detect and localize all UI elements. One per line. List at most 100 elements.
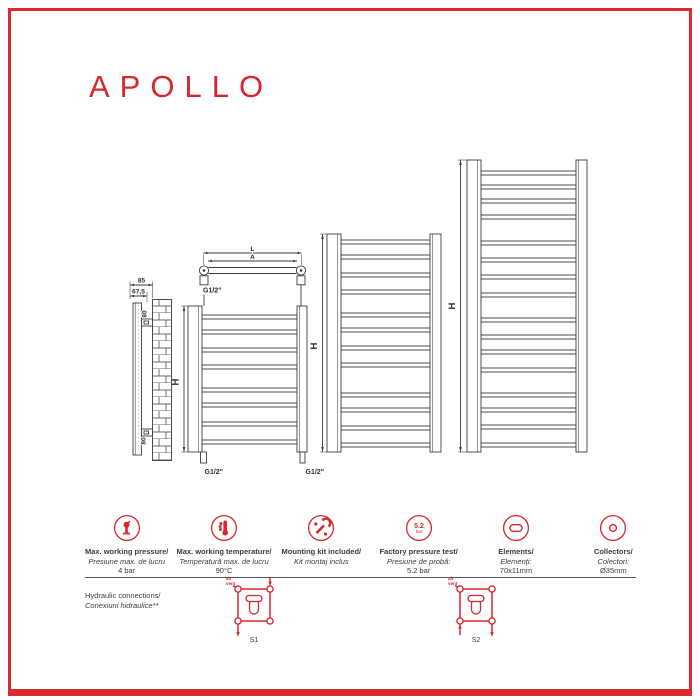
dim-height-medium: H — [309, 342, 320, 349]
radiator-rung — [480, 257, 577, 263]
diagram-caption-s2: S2 — [472, 637, 481, 644]
radiator-rung — [480, 214, 577, 220]
radiator-rung — [480, 392, 577, 398]
hydraulic-connections-label: Hydraulic connections/ Conexiuni hidraul… — [85, 591, 160, 611]
radiator-rung — [201, 364, 298, 370]
spec-label-ro: Elemenți: — [500, 556, 532, 566]
radiator-rung — [340, 407, 431, 413]
spec-label-en: Max. working pressure/ — [84, 547, 169, 556]
collector-icon — [600, 514, 627, 542]
spec-label-ro: Presiune max. de lucru — [88, 556, 166, 566]
radiator-rung — [340, 392, 431, 398]
element-profile-icon — [502, 514, 530, 542]
dim-axis: A — [250, 254, 255, 261]
pressure-gauge-icon — [113, 514, 140, 542]
air-vent-label: vent — [226, 581, 236, 586]
radiator-rung — [480, 407, 577, 413]
radiator-rung — [480, 367, 577, 373]
air-vent-label: air — [448, 576, 454, 581]
radiator-rung — [201, 421, 298, 427]
spec-label-ro: Colectori: — [597, 556, 630, 566]
radiator-rung — [480, 170, 577, 176]
dim-height-small: H — [171, 378, 182, 385]
spec-label-en: Factory pressure test/ — [379, 547, 458, 556]
spec-label-en: Mounting kit included/ — [281, 547, 362, 556]
radiator-small-drawing: G1/2" G1/2" H — [171, 305, 325, 476]
mounting-kit-icon — [308, 514, 335, 542]
thread-label-bottom-right: G1/2" — [306, 469, 325, 476]
radiator-rung — [480, 292, 577, 298]
top-view-drawing: L A G1/2" — [198, 245, 307, 306]
radiator-rung — [480, 184, 577, 190]
page-border — [8, 8, 692, 696]
radiator-rung — [480, 424, 577, 430]
brick-wall — [152, 299, 172, 461]
radiator-rung — [201, 387, 298, 393]
spec-value: 90°C — [215, 566, 233, 575]
dim-depth: 85 — [138, 278, 146, 285]
radiator-rung — [480, 349, 577, 355]
radiator-rung — [340, 442, 431, 448]
dim-depth-wall: 67,5 — [132, 289, 145, 296]
radiator-rung — [340, 312, 431, 318]
radiator-rung — [340, 345, 431, 351]
spec-label-ro: Presiune de probă: — [386, 556, 451, 566]
radiator-rung — [340, 239, 431, 245]
spec-collectors: Collectors/ Colectori: Ø35mm — [565, 514, 662, 576]
radiator-rung — [201, 402, 298, 408]
dim-bracket-bottom: 80 — [141, 437, 148, 445]
air-vent-label: vent — [448, 581, 458, 586]
dim-length: L — [251, 246, 255, 253]
svg-text:5.2: 5.2 — [414, 523, 424, 530]
spec-value: 5.2 bar — [406, 566, 431, 575]
spec-label-en: Max. working temperature/ — [176, 547, 272, 556]
hydraulic-title-en: Hydraulic connections/ — [85, 591, 161, 600]
spec-label-en: Collectors/ — [593, 547, 633, 556]
spec-max-working-pressure: Max. working pressure/ Presiune max. de … — [78, 514, 175, 576]
radiator-rung — [480, 240, 577, 246]
radiator-rung — [201, 347, 298, 353]
thread-label-top: G1/2" — [203, 288, 222, 295]
page-title: APOLLO — [89, 69, 274, 104]
spec-elements: Elements/ Elemenți: 70x11mm — [467, 514, 564, 576]
spec-value: 70x11mm — [499, 566, 533, 575]
radiator-rung — [201, 439, 298, 445]
spec-value: Ø35mm — [599, 566, 627, 575]
spec-label-en: Elements/ — [498, 547, 534, 556]
radiator-rung — [340, 425, 431, 431]
radiator-tall-drawing: H — [447, 159, 588, 453]
side-view-drawing: 85 67,5 80 80 — [129, 277, 172, 461]
radiator-rung — [201, 329, 298, 335]
radiator-rung — [480, 442, 577, 448]
spec-row: Max. working pressure/ Presiune max. de … — [78, 514, 662, 576]
svg-text:bar: bar — [415, 529, 422, 534]
hydraulic-title-ro: Conexiuni hidraulice** — [85, 601, 159, 610]
radiator-rung — [340, 289, 431, 295]
spec-label-ro: Kit montaj inclus — [294, 556, 349, 566]
spec-factory-pressure-test: 5.2 bar Factory pressure test/ Presiune … — [370, 514, 467, 576]
spec-max-working-temperature: Max. working temperature/ Temperatură ma… — [175, 514, 272, 576]
radiator-rung — [480, 334, 577, 340]
spec-value: 4 bar — [118, 566, 136, 575]
radiator-rung — [480, 198, 577, 204]
radiator-rung — [340, 362, 431, 368]
radiator-rung — [480, 274, 577, 280]
thread-label-bottom-left: G1/2" — [205, 469, 224, 476]
hydraulic-diagram-s2: air vent S2 — [448, 576, 496, 644]
air-vent-label: air — [226, 576, 232, 581]
radiator-rung — [340, 327, 431, 333]
dim-bracket-top: 80 — [142, 310, 149, 318]
pressure-test-icon: 5.2 bar — [405, 514, 432, 542]
radiator-medium-drawing: H — [309, 233, 442, 453]
radiator-rung — [340, 254, 431, 260]
radiator-side-profile — [132, 302, 142, 456]
radiator-rung — [201, 314, 298, 320]
diagram-caption-s1: S1 — [250, 637, 259, 644]
spec-label-ro: Temperatură max. de lucru — [179, 556, 269, 566]
section-divider — [85, 577, 636, 578]
dim-height-tall: H — [447, 302, 458, 309]
radiator-rung — [340, 272, 431, 278]
radiator-rung — [480, 317, 577, 323]
spec-mounting-kit: Mounting kit included/ Kit montaj inclus — [273, 514, 370, 576]
